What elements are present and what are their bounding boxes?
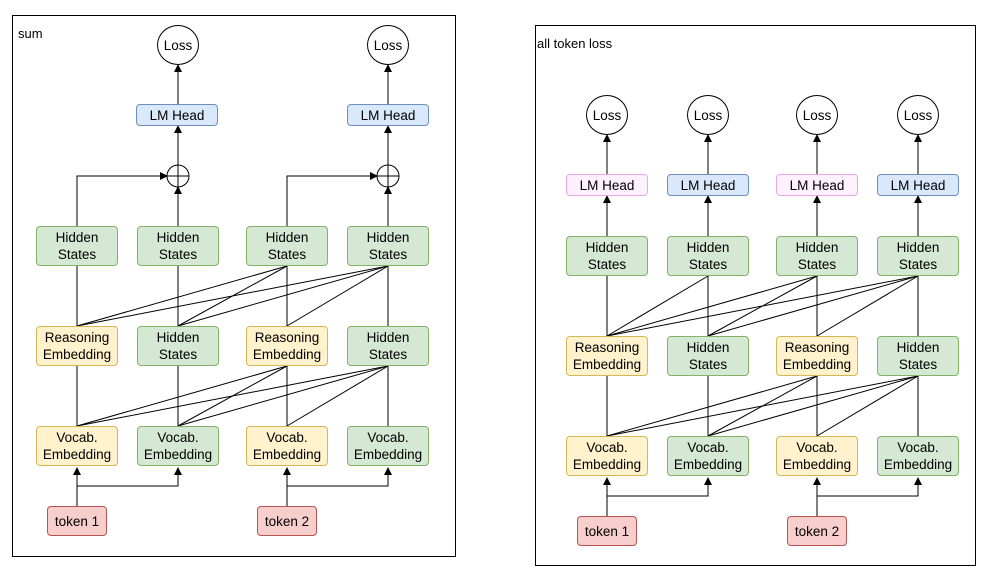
- lm-head: LM Head: [667, 174, 749, 196]
- hidden-states-middle: Hidden States: [137, 326, 219, 366]
- hidden-states-top: Hidden States: [137, 226, 219, 266]
- hidden-states-middle: Hidden States: [667, 336, 749, 376]
- vocab-embedding: Vocab. Embedding: [776, 436, 858, 476]
- hidden-states-top: Hidden States: [667, 236, 749, 276]
- hidden-states-top: Hidden States: [36, 226, 118, 266]
- reasoning-embedding: Reasoning Embedding: [776, 336, 858, 376]
- lm-head: LM Head: [136, 104, 218, 126]
- vocab-embedding: Vocab. Embedding: [877, 436, 959, 476]
- vocab-embedding: Vocab. Embedding: [566, 436, 648, 476]
- vocab-embedding: Vocab. Embedding: [36, 426, 118, 466]
- sum-node-1: [166, 164, 190, 188]
- hidden-states-middle: Hidden States: [347, 326, 429, 366]
- right-panel-title: all token loss: [537, 36, 613, 51]
- left-panel-title: sum: [18, 26, 43, 41]
- token-node: token 2: [257, 506, 317, 536]
- vocab-embedding: Vocab. Embedding: [347, 426, 429, 466]
- loss-node: Loss: [157, 25, 199, 65]
- reasoning-embedding: Reasoning Embedding: [36, 326, 118, 366]
- token-node: token 1: [47, 506, 107, 536]
- hidden-states-top: Hidden States: [347, 226, 429, 266]
- lm-head: LM Head: [776, 174, 858, 196]
- token-node: token 1: [577, 516, 637, 546]
- vocab-embedding: Vocab. Embedding: [137, 426, 219, 466]
- reasoning-embedding: Reasoning Embedding: [246, 326, 328, 366]
- hidden-states-top: Hidden States: [246, 226, 328, 266]
- vocab-embedding: Vocab. Embedding: [246, 426, 328, 466]
- hidden-states-top: Hidden States: [776, 236, 858, 276]
- loss-node: Loss: [687, 95, 729, 135]
- lm-head: LM Head: [877, 174, 959, 196]
- hidden-states-middle: Hidden States: [877, 336, 959, 376]
- lm-head: LM Head: [566, 174, 648, 196]
- loss-node: Loss: [367, 25, 409, 65]
- loss-node: Loss: [796, 95, 838, 135]
- reasoning-embedding: Reasoning Embedding: [566, 336, 648, 376]
- sum-node-2: [376, 164, 400, 188]
- hidden-states-top: Hidden States: [877, 236, 959, 276]
- vocab-embedding: Vocab. Embedding: [667, 436, 749, 476]
- loss-node: Loss: [897, 95, 939, 135]
- loss-node: Loss: [586, 95, 628, 135]
- token-node: token 2: [787, 516, 847, 546]
- lm-head: LM Head: [347, 104, 429, 126]
- hidden-states-top: Hidden States: [566, 236, 648, 276]
